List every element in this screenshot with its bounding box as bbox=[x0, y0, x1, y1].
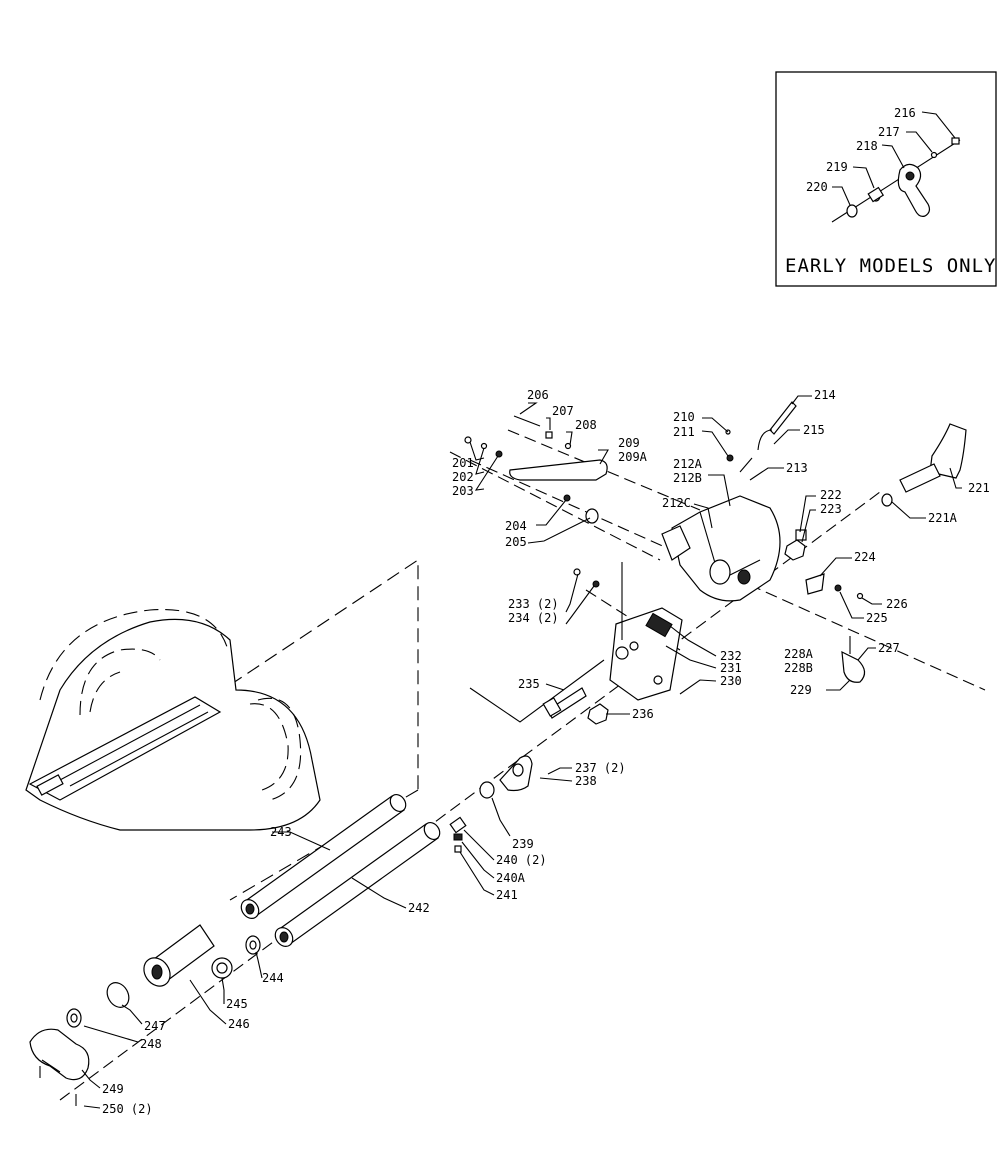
label-247: 247 bbox=[144, 1019, 166, 1033]
label-248: 248 bbox=[140, 1037, 162, 1051]
label-214: 214 bbox=[814, 388, 836, 402]
label-206: 206 bbox=[527, 388, 549, 402]
label-225: 225 bbox=[866, 611, 888, 625]
inset-label-217: 217 bbox=[878, 125, 900, 139]
label-249: 249 bbox=[102, 1082, 124, 1096]
label-245: 245 bbox=[226, 997, 248, 1011]
label-222: 222 bbox=[820, 488, 842, 502]
label-208: 208 bbox=[575, 418, 597, 432]
label-230: 230 bbox=[720, 674, 742, 688]
label-211: 211 bbox=[673, 425, 695, 439]
small-parts-bottom bbox=[29, 687, 609, 1106]
label-202: 202 bbox=[452, 470, 474, 484]
label-201: 201 bbox=[452, 456, 474, 470]
label-229: 229 bbox=[790, 683, 812, 697]
bevel-plate bbox=[573, 562, 683, 701]
label-250: 250 (2) bbox=[102, 1102, 153, 1116]
leader-lines bbox=[81, 395, 962, 1109]
label-212C: 212C bbox=[662, 496, 691, 510]
label-238: 238 bbox=[575, 774, 597, 788]
label-212B: 212B bbox=[673, 471, 702, 485]
label-209: 209 bbox=[618, 436, 640, 450]
part-labels: 201 202 203 206 207 208 209 209A 204 205… bbox=[102, 388, 990, 1116]
label-240A: 240A bbox=[496, 871, 526, 885]
label-227: 227 bbox=[878, 641, 900, 655]
label-204: 204 bbox=[505, 519, 527, 533]
label-232: 232 bbox=[720, 649, 742, 663]
label-243: 243 bbox=[270, 825, 292, 839]
label-244: 244 bbox=[262, 971, 284, 985]
label-209A: 209A bbox=[618, 450, 648, 464]
label-213: 213 bbox=[786, 461, 808, 475]
label-233: 233 (2) bbox=[508, 597, 559, 611]
label-239: 239 bbox=[512, 837, 534, 851]
label-210: 210 bbox=[673, 410, 695, 424]
label-246: 246 bbox=[228, 1017, 250, 1031]
inset-label-219: 219 bbox=[826, 160, 848, 174]
turntable bbox=[25, 608, 321, 831]
upper-assembly bbox=[464, 401, 967, 683]
label-228A: 228A bbox=[784, 647, 814, 661]
label-205: 205 bbox=[505, 535, 527, 549]
label-207: 207 bbox=[552, 404, 574, 418]
label-231: 231 bbox=[720, 661, 742, 675]
label-241: 241 bbox=[496, 888, 518, 902]
label-226: 226 bbox=[886, 597, 908, 611]
label-203: 203 bbox=[452, 484, 474, 498]
label-215: 215 bbox=[803, 423, 825, 437]
label-221A: 221A bbox=[928, 511, 958, 525]
label-223: 223 bbox=[820, 502, 842, 516]
label-212A: 212A bbox=[673, 457, 703, 471]
inset-label-216: 216 bbox=[894, 106, 916, 120]
tubes bbox=[143, 794, 441, 987]
label-236: 236 bbox=[632, 707, 654, 721]
label-234: 234 (2) bbox=[508, 611, 559, 625]
inset-label-218: 218 bbox=[856, 139, 878, 153]
label-228B: 228B bbox=[784, 661, 813, 675]
label-240: 240 (2) bbox=[496, 853, 547, 867]
early-models-inset: 216 217 218 219 220 EARLY MODELS ONLY bbox=[775, 71, 997, 287]
label-235: 235 bbox=[518, 677, 540, 691]
label-237: 237 (2) bbox=[575, 761, 626, 775]
label-224: 224 bbox=[854, 550, 876, 564]
label-221: 221 bbox=[968, 481, 990, 495]
label-242: 242 bbox=[408, 901, 430, 915]
inset-label-220: 220 bbox=[806, 180, 828, 194]
inset-caption: EARLY MODELS ONLY bbox=[785, 255, 996, 277]
